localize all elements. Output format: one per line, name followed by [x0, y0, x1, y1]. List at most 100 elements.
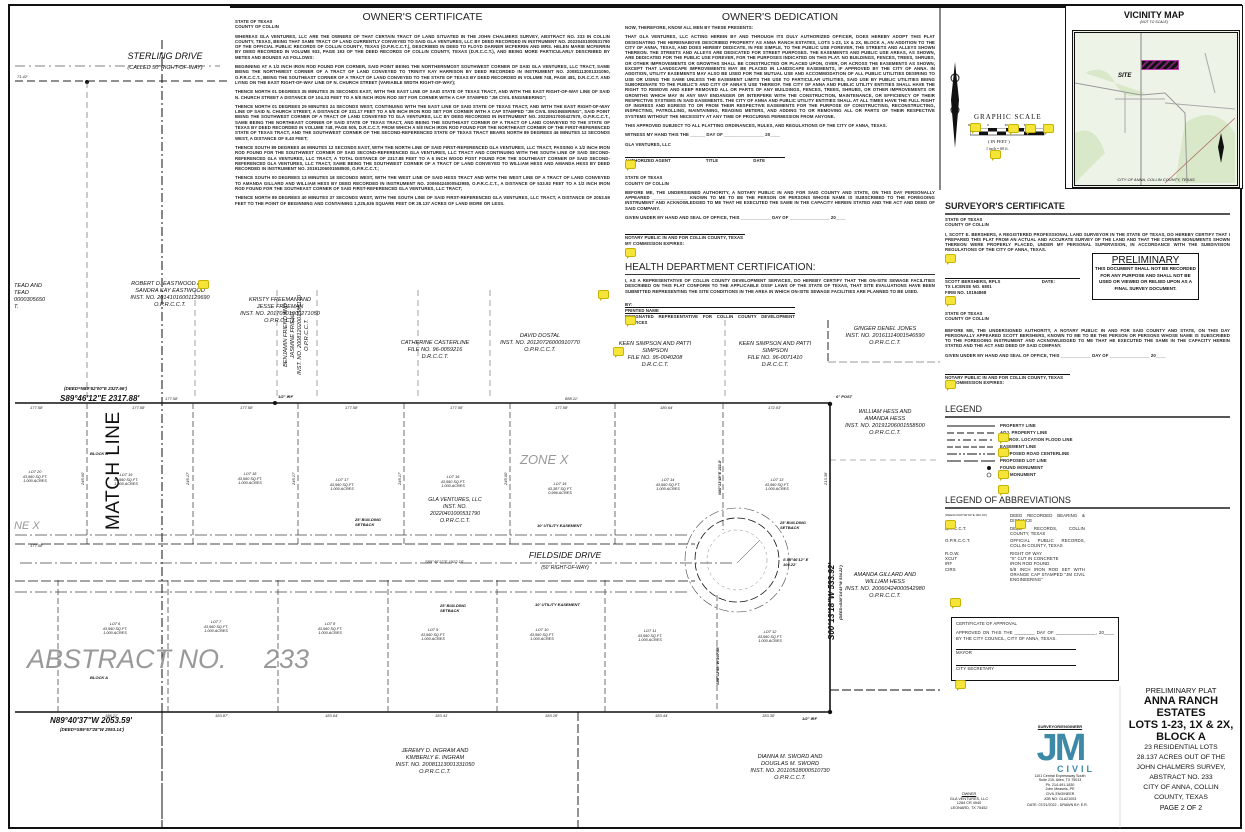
- legend-item: APPROX. LOCATION FLOOD LINE: [1000, 437, 1073, 442]
- graphic-scale-ratio: 1 inch = 60 ft.: [986, 146, 1009, 151]
- abbreviations-list: (DEED=N00°00'00"E 000.00')DEED RECORDED …: [945, 513, 1085, 583]
- dim-label: 183.87': [215, 713, 228, 718]
- north-deed-call: (DEED=N89°52'00"E 2327.66'): [64, 386, 127, 391]
- owners-dedication-title: OWNER'S DEDICATION: [721, 11, 839, 23]
- owners-dedication-body: NOW, THEREFORE, KNOW ALL MEN BY THESE PR…: [625, 25, 935, 246]
- north-arrow-icon: [1218, 133, 1224, 163]
- block-a-label-bottom: BLOCK A: [90, 675, 109, 680]
- comment-icon[interactable]: [998, 485, 1009, 496]
- dim-label: 183.64': [325, 713, 338, 718]
- comment-icon[interactable]: [1025, 124, 1036, 135]
- legend-item: PROPOSED LOT LINE: [1000, 458, 1047, 463]
- abbreviations-title: LEGEND OF ABBREVIATIONS: [945, 495, 1071, 505]
- fieldside-bearing: S89°46'12"E 1922.10': [425, 559, 464, 564]
- vicinity-map-roads: [1075, 33, 1236, 185]
- owner-block: OWNER GLA VENTURES, LLC 1284 CR 4940 LEO…: [949, 792, 989, 810]
- dim-label: 186.11': [105, 713, 118, 718]
- dim-label: 177.58': [30, 405, 43, 410]
- comment-icon[interactable]: [625, 160, 636, 171]
- comment-icon[interactable]: [945, 520, 956, 531]
- dim-label: 177.58': [555, 405, 568, 410]
- dim-label: 245.00': [80, 472, 85, 485]
- comment-icon[interactable]: [625, 248, 636, 259]
- dim-label: 177.58': [450, 405, 463, 410]
- comment-icon[interactable]: [970, 123, 981, 134]
- comment-icon[interactable]: [998, 448, 1009, 459]
- health-dept-body: I, AS A REPRESENTATIVE OF COLLIN COUNTY …: [625, 278, 935, 325]
- sterling-dim: 71.42': [17, 74, 28, 79]
- certificate-of-approval: CERTIFICATE OF APPROVAL APPROVED ON THIS…: [951, 617, 1119, 681]
- comment-icon[interactable]: [945, 380, 956, 391]
- dim-label: 245.17': [397, 472, 402, 485]
- comment-icon[interactable]: [955, 680, 966, 691]
- comment-icon[interactable]: [998, 433, 1009, 444]
- dim-label: 180.64': [660, 405, 673, 410]
- comment-icon[interactable]: [1043, 124, 1054, 135]
- fieldside-row: (50' RIGHT-OF-WAY): [541, 565, 589, 571]
- north-bearing: S89°46'12"E 2317.88': [60, 394, 140, 403]
- comment-icon[interactable]: [598, 290, 609, 301]
- zone-x-left-label: NE X: [14, 520, 40, 532]
- legend-item: PROPOSED ROAD CENTERLINE: [1000, 451, 1070, 456]
- legend-item: ADJ. PROPERTY LINE: [1000, 430, 1048, 435]
- dim-label: 177.58': [240, 405, 253, 410]
- site-marker: [1141, 60, 1179, 70]
- comment-icon[interactable]: [990, 150, 1001, 161]
- match-line-label: MATCH LINE: [103, 411, 124, 530]
- legend-item: FOUND MONUMENT: [1000, 465, 1044, 470]
- surveyor-notary: STATE OF TEXAS COUNTY OF COLLIN BEFORE M…: [945, 311, 1230, 386]
- north-arrow-icon: [950, 62, 960, 148]
- health-dept-title: HEALTH DEPARTMENT CERTIFICATION:: [625, 262, 816, 273]
- graphic-scale-units: ( IN FEET ): [988, 139, 1010, 144]
- fieldside-drive-label: FIELDSIDE DRIVE: [528, 550, 602, 560]
- dim-label: 213.38': [823, 472, 828, 485]
- dim-label: 245.17': [185, 472, 190, 485]
- legend-symbols: [947, 425, 995, 478]
- comment-icon[interactable]: [998, 470, 1009, 481]
- dim-label: 172.03': [768, 405, 781, 410]
- lot-line-11-label: S00°12'48"W 207.58': [715, 646, 720, 685]
- legend-item: EASEMENT LINE: [1000, 444, 1037, 449]
- comment-icon[interactable]: [198, 280, 209, 291]
- dim-label: 177.58': [30, 543, 43, 548]
- comment-icon[interactable]: [1015, 520, 1026, 531]
- dim-label: 245.00': [503, 472, 508, 485]
- graphic-scale-title: GRAPHIC SCALE: [974, 113, 1042, 121]
- post-label: 6" POST: [836, 394, 853, 399]
- comment-icon[interactable]: [613, 347, 624, 358]
- comment-icon[interactable]: [945, 296, 956, 307]
- comment-icon[interactable]: [950, 598, 961, 609]
- block-a-label-top: BLOCK A: [90, 451, 109, 456]
- surveyors-certificate-body: STATE OF TEXAS COUNTY OF COLLIN I, SCOTT…: [945, 217, 1230, 253]
- utility-easement-label: 10' UTILITY EASEMENT: [537, 523, 582, 528]
- building-setback-label: 25' BUILDING SETBACK: [355, 517, 381, 527]
- comment-icon[interactable]: [945, 254, 956, 265]
- south-deed-call: (DEED=S89°57'28"W 2053.14'): [60, 727, 124, 732]
- comment-icon[interactable]: [625, 316, 636, 327]
- curve-label: S 89°46'12" E 100.22': [783, 557, 809, 567]
- comment-icon[interactable]: [1008, 124, 1019, 135]
- engineer-block: SURVEYOR/ENGINEER JM CIVIL 1101 Central …: [1020, 724, 1100, 807]
- building-setback-label-cul: 25' BUILDING SETBACK: [780, 520, 806, 530]
- legend-item: PROPERTY LINE: [1000, 423, 1036, 428]
